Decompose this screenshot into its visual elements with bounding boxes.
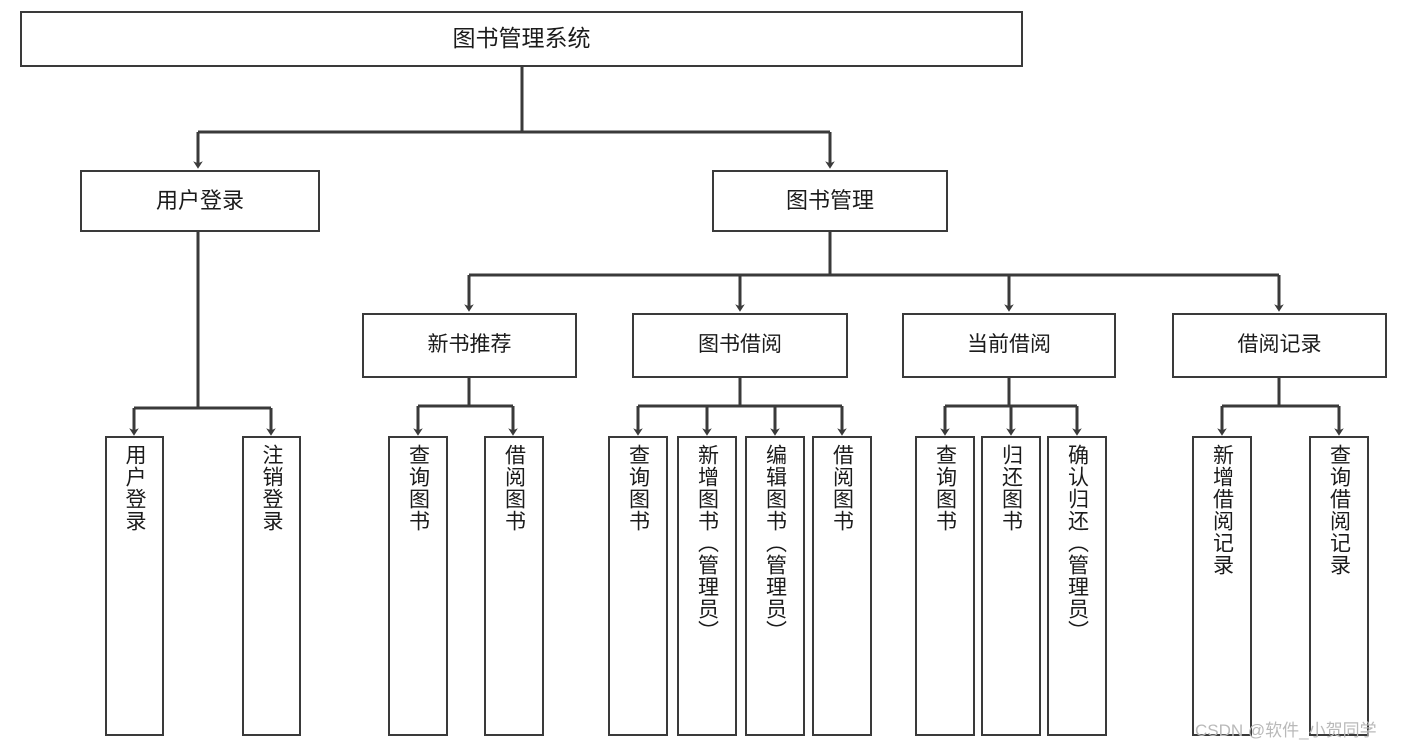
leaf-borrow-borrow-book[interactable]: 借阅图书 xyxy=(812,436,872,736)
node-current-borrow[interactable]: 当前借阅 xyxy=(902,313,1116,378)
node-root-system-label: 图书管理系统 xyxy=(452,25,591,52)
node-borrow-record[interactable]: 借阅记录 xyxy=(1172,313,1387,378)
leaf-current-query-book[interactable]: 查询图书 xyxy=(915,436,975,736)
leaf-borrow-query-book[interactable]: 查询图书 xyxy=(608,436,668,736)
leaf-new-book-query[interactable]: 查询图书 xyxy=(388,436,448,736)
leaf-borrow-borrow-book-label: 借阅图书 xyxy=(830,444,854,532)
leaf-current-return-book[interactable]: 归还图书 xyxy=(981,436,1041,736)
leaf-borrow-add-book[interactable]: 新增图书（管理员） xyxy=(677,436,737,736)
node-new-book-recommend-label: 新书推荐 xyxy=(427,333,512,357)
leaf-user-login-signin-label: 用户登录 xyxy=(123,444,146,532)
node-root-system[interactable]: 图书管理系统 xyxy=(20,11,1023,67)
leaf-user-login-signin[interactable]: 用户登录 xyxy=(105,436,164,736)
node-user-login[interactable]: 用户登录 xyxy=(80,170,320,232)
leaf-borrow-add-book-label: 新增图书（管理员） xyxy=(695,444,719,642)
leaf-record-query[interactable]: 查询借阅记录 xyxy=(1309,436,1369,736)
leaf-user-login-signout-label: 注销登录 xyxy=(260,444,283,532)
node-book-management-label: 图书管理 xyxy=(785,188,874,214)
leaf-new-book-borrow-label: 借阅图书 xyxy=(502,444,526,532)
leaf-record-query-label: 查询借阅记录 xyxy=(1327,444,1351,576)
node-new-book-recommend[interactable]: 新书推荐 xyxy=(362,313,577,378)
leaf-current-query-book-label: 查询图书 xyxy=(933,444,957,532)
leaf-record-add-label: 新增借阅记录 xyxy=(1210,444,1234,576)
leaf-record-add[interactable]: 新增借阅记录 xyxy=(1192,436,1252,736)
leaf-current-return-book-label: 归还图书 xyxy=(999,444,1023,532)
leaf-borrow-query-book-label: 查询图书 xyxy=(626,444,650,532)
leaf-current-confirm-return-label: 确认归还（管理员） xyxy=(1065,444,1089,642)
leaf-new-book-borrow[interactable]: 借阅图书 xyxy=(484,436,544,736)
leaf-new-book-query-label: 查询图书 xyxy=(406,444,430,532)
node-book-management[interactable]: 图书管理 xyxy=(712,170,948,232)
node-borrow-record-label: 借阅记录 xyxy=(1237,333,1322,357)
leaf-current-confirm-return[interactable]: 确认归还（管理员） xyxy=(1047,436,1107,736)
node-book-borrow[interactable]: 图书借阅 xyxy=(632,313,848,378)
leaf-borrow-edit-book[interactable]: 编辑图书（管理员） xyxy=(745,436,805,736)
leaf-borrow-edit-book-label: 编辑图书（管理员） xyxy=(763,444,787,642)
node-user-login-label: 用户登录 xyxy=(155,188,244,214)
node-book-borrow-label: 图书借阅 xyxy=(698,333,782,357)
leaf-user-login-signout[interactable]: 注销登录 xyxy=(242,436,301,736)
node-current-borrow-label: 当前借阅 xyxy=(967,333,1051,357)
